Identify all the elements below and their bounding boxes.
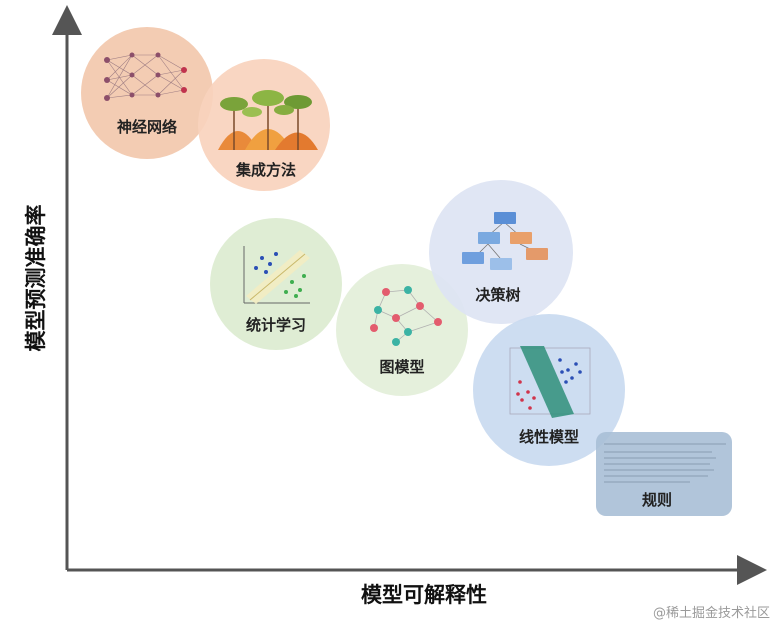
label-graph-model: 图模型: [379, 358, 424, 376]
watermark: @稀土掘金技术社区: [653, 605, 770, 621]
label-ensemble: 集成方法: [235, 161, 296, 179]
label-statistical-learning: 统计学习: [246, 316, 306, 334]
neural-network-icon: [106, 54, 185, 99]
bubble-graph-model: 图模型: [336, 264, 468, 396]
label-linear-model: 线性模型: [519, 428, 579, 446]
card-rules: 规则: [596, 432, 732, 516]
bubble-decision-tree: 决策树: [429, 180, 573, 324]
bubble-ensemble: 集成方法: [198, 59, 330, 191]
rules-text-lines-icon: [604, 443, 726, 483]
graph-nodes: [370, 286, 442, 346]
hyperplane-icon: [509, 346, 591, 418]
x-axis-title: 模型可解释性: [361, 583, 487, 607]
forest-icon: [218, 90, 318, 150]
label-rules: 规则: [642, 491, 672, 509]
decision-tree-icon: [462, 212, 548, 270]
label-neural-network: 神经网络: [117, 118, 177, 136]
bubble-neural-network: 神经网络: [81, 27, 213, 159]
axes: [52, 5, 767, 585]
scatter-icon: [243, 246, 310, 304]
bubble-linear-model: 线性模型: [473, 314, 625, 466]
y-axis-title: 模型预测准确率: [24, 205, 48, 352]
label-decision-tree: 决策树: [475, 286, 520, 304]
bubble-statistical-learning: 统计学习: [210, 218, 342, 350]
